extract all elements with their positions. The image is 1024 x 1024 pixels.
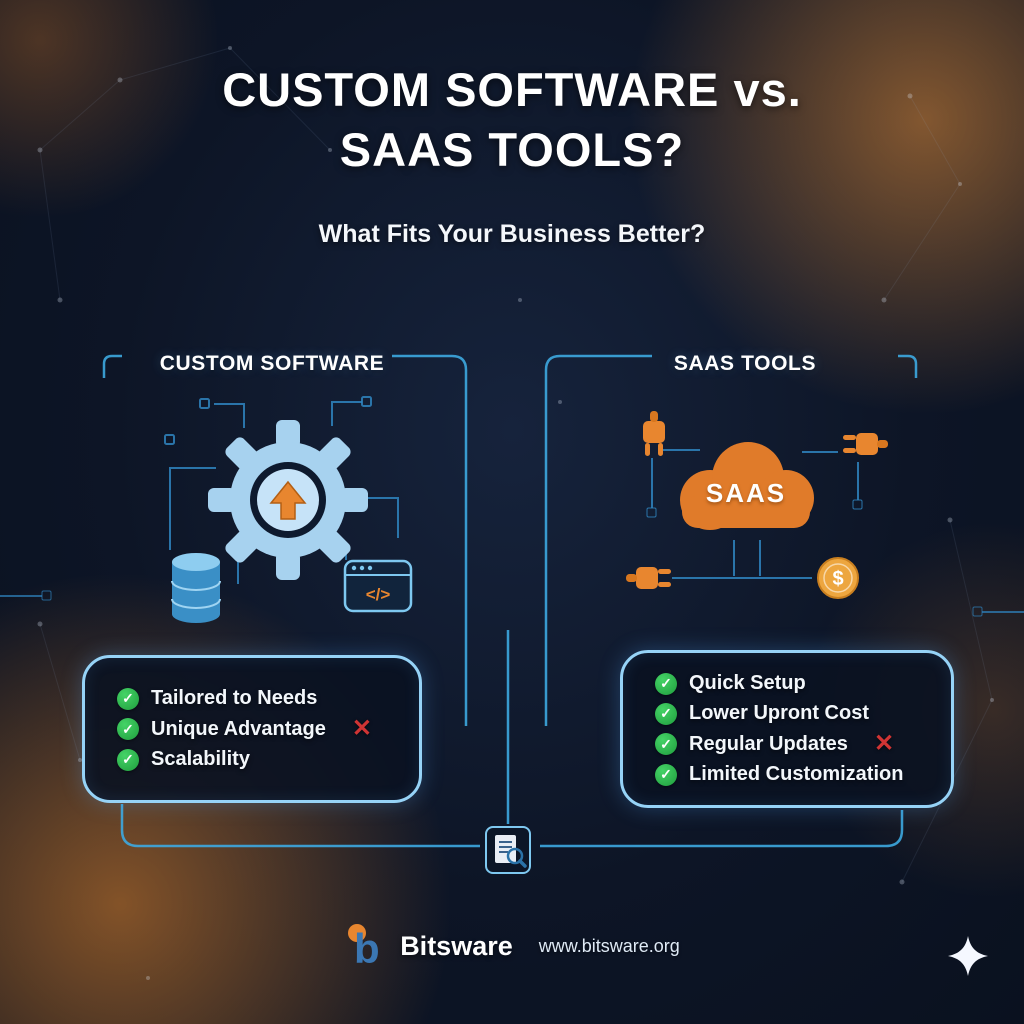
gear-icon <box>208 420 368 580</box>
cloud-label: SAAS <box>705 478 787 508</box>
sparkle-icon <box>948 936 988 976</box>
list-item: ✓ Lower Upront Cost <box>655 702 933 725</box>
list-item: ✓ Quick Setup <box>655 672 933 695</box>
check-icon: ✓ <box>655 672 677 695</box>
title-line-1: CUSTOM SOFTWARE vs. <box>222 63 802 116</box>
cross-icon: ✕ <box>351 715 372 742</box>
svg-text:b: b <box>354 925 380 970</box>
left-column-header: CUSTOM SOFTWARE <box>159 352 385 375</box>
check-icon: ✓ <box>117 718 139 740</box>
list-item-label: Limited Customization <box>689 763 904 785</box>
svg-text:$: $ <box>832 568 843 590</box>
list-item: ✓ Regular Updates ✕ <box>655 732 933 756</box>
bitsware-logo: b <box>348 924 380 970</box>
page-subtitle: What Fits Your Business Better? <box>318 220 706 248</box>
right-column-header: SAAS TOOLS <box>673 352 817 375</box>
check-icon: ✓ <box>655 733 677 755</box>
up-arrow-icon <box>269 480 307 520</box>
check-icon: ✓ <box>117 687 139 710</box>
footer: b Bitsware www.bitsware.org <box>0 916 1024 976</box>
custom-software-benefits-box: ✓ Tailored to Needs ✓ Unique Advantage ✕… <box>82 655 422 803</box>
list-item: ✓ Unique Advantage ✕ <box>117 717 401 741</box>
right-circuit-traces <box>651 449 859 579</box>
plug-icon-top <box>643 411 665 456</box>
svg-text:</>: </> <box>366 585 391 604</box>
website-url: www.bitsware.org <box>538 935 680 956</box>
plug-icon-right <box>843 433 888 455</box>
page-title: CUSTOM SOFTWARE vs. SAAS TOOLS? <box>0 60 1024 180</box>
title-line-2: SAAS TOOLS? <box>339 123 685 177</box>
code-window-icon: </> <box>343 559 413 613</box>
check-icon: ✓ <box>117 748 139 771</box>
check-icon: ✓ <box>655 763 677 786</box>
left-circuit-traces <box>169 401 399 584</box>
brand-name: Bitsware <box>400 930 513 961</box>
database-icon <box>171 553 221 623</box>
list-item-label: Unique Advantage <box>151 717 326 740</box>
list-item-label: Scalability <box>151 748 250 770</box>
dollar-coin-icon: $ <box>817 557 859 599</box>
saas-tools-benefits-box: ✓ Quick Setup ✓ Lower Upront Cost ✓ Regu… <box>620 650 954 808</box>
list-item: ✓ Scalability <box>117 748 401 771</box>
document-search-icon <box>485 826 531 874</box>
list-item-label: Regular Updates <box>689 732 848 755</box>
list-item-label: Quick Setup <box>689 672 806 694</box>
list-item-label: Lower Upront Cost <box>689 702 869 724</box>
check-icon: ✓ <box>655 702 677 725</box>
list-item: ✓ Limited Customization <box>655 763 933 786</box>
cross-icon: ✕ <box>873 730 895 757</box>
plug-icon-bottom <box>626 567 671 589</box>
list-item-label: Tailored to Needs <box>151 687 318 709</box>
list-item: ✓ Tailored to Needs <box>117 687 401 710</box>
